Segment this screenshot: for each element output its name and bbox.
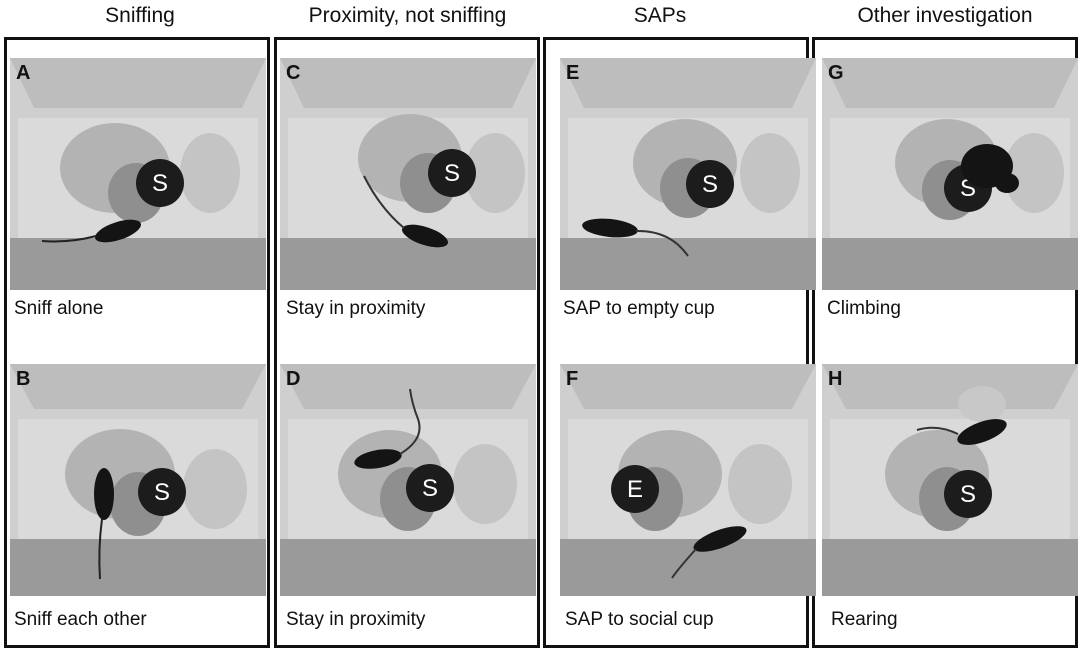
column-title-saps: SAPs [633, 4, 687, 27]
mouse [582, 218, 638, 238]
panel-h: S H [822, 364, 1078, 596]
column-title-sniffing: Sniffing [105, 4, 175, 27]
panel-d: S D [280, 364, 536, 596]
photo-sniff-alone: S [10, 58, 266, 290]
cup-marker [406, 464, 454, 512]
mouse [354, 449, 402, 469]
column-box-sniffing [4, 37, 270, 648]
cup-marker [138, 468, 186, 516]
panel-letter: G [828, 62, 844, 84]
photo-sap-to-social-cup: E [560, 364, 816, 596]
cup-label: S [702, 171, 718, 198]
cup-label: E [627, 476, 643, 503]
caption-c: Stay in proximity [286, 298, 426, 319]
panel-f: E F [560, 364, 816, 596]
mouse [95, 219, 141, 243]
cup-label: S [152, 170, 168, 197]
column-box-saps [543, 37, 809, 648]
panel-b: S B [10, 364, 266, 596]
panel-g: S G [822, 58, 1078, 290]
panel-letter: A [16, 62, 31, 84]
panel-letter: E [566, 62, 580, 84]
photo-stay-in-proximity-2: S [280, 364, 536, 596]
column-box-other-investigation [812, 37, 1078, 648]
column-title-proximity: Proximity, not sniffing [308, 4, 507, 27]
panel-letter: D [286, 368, 301, 390]
panel-a: S A [10, 58, 266, 290]
caption-h: Rearing [831, 609, 898, 630]
column-title-other-investigation: Other investigation [857, 4, 1033, 27]
photo-rearing: S [822, 364, 1078, 596]
cup-marker [686, 160, 734, 208]
caption-e: SAP to empty cup [563, 298, 715, 319]
cup-marker [136, 159, 184, 207]
cup-label: S [422, 475, 438, 502]
cup-label: S [444, 160, 460, 187]
photo-sap-to-empty-cup: S [560, 58, 816, 290]
panel-letter: B [16, 368, 31, 390]
mouse [693, 526, 747, 552]
caption-b: Sniff each other [14, 609, 147, 630]
photo-climbing: S [822, 58, 1078, 290]
cup-label: S [154, 479, 170, 506]
caption-f: SAP to social cup [565, 609, 714, 630]
panel-letter: F [566, 368, 579, 390]
mouse [402, 224, 448, 248]
photo-stay-in-proximity-1: S [280, 58, 536, 290]
panel-letter: H [828, 368, 843, 390]
photo-sniff-each-other: S [10, 364, 266, 596]
caption-a: Sniff alone [14, 298, 104, 319]
cup-marker [428, 149, 476, 197]
caption-d: Stay in proximity [286, 609, 426, 630]
column-box-proximity [274, 37, 540, 648]
cup-label: S [960, 481, 976, 508]
panel-c: S C [280, 58, 536, 290]
mouse [957, 419, 1007, 445]
cup-marker [611, 465, 659, 513]
panel-e: S E [560, 58, 816, 290]
mouse [94, 468, 114, 520]
caption-g: Climbing [827, 298, 901, 319]
cup-marker [944, 470, 992, 518]
panel-letter: C [286, 62, 301, 84]
